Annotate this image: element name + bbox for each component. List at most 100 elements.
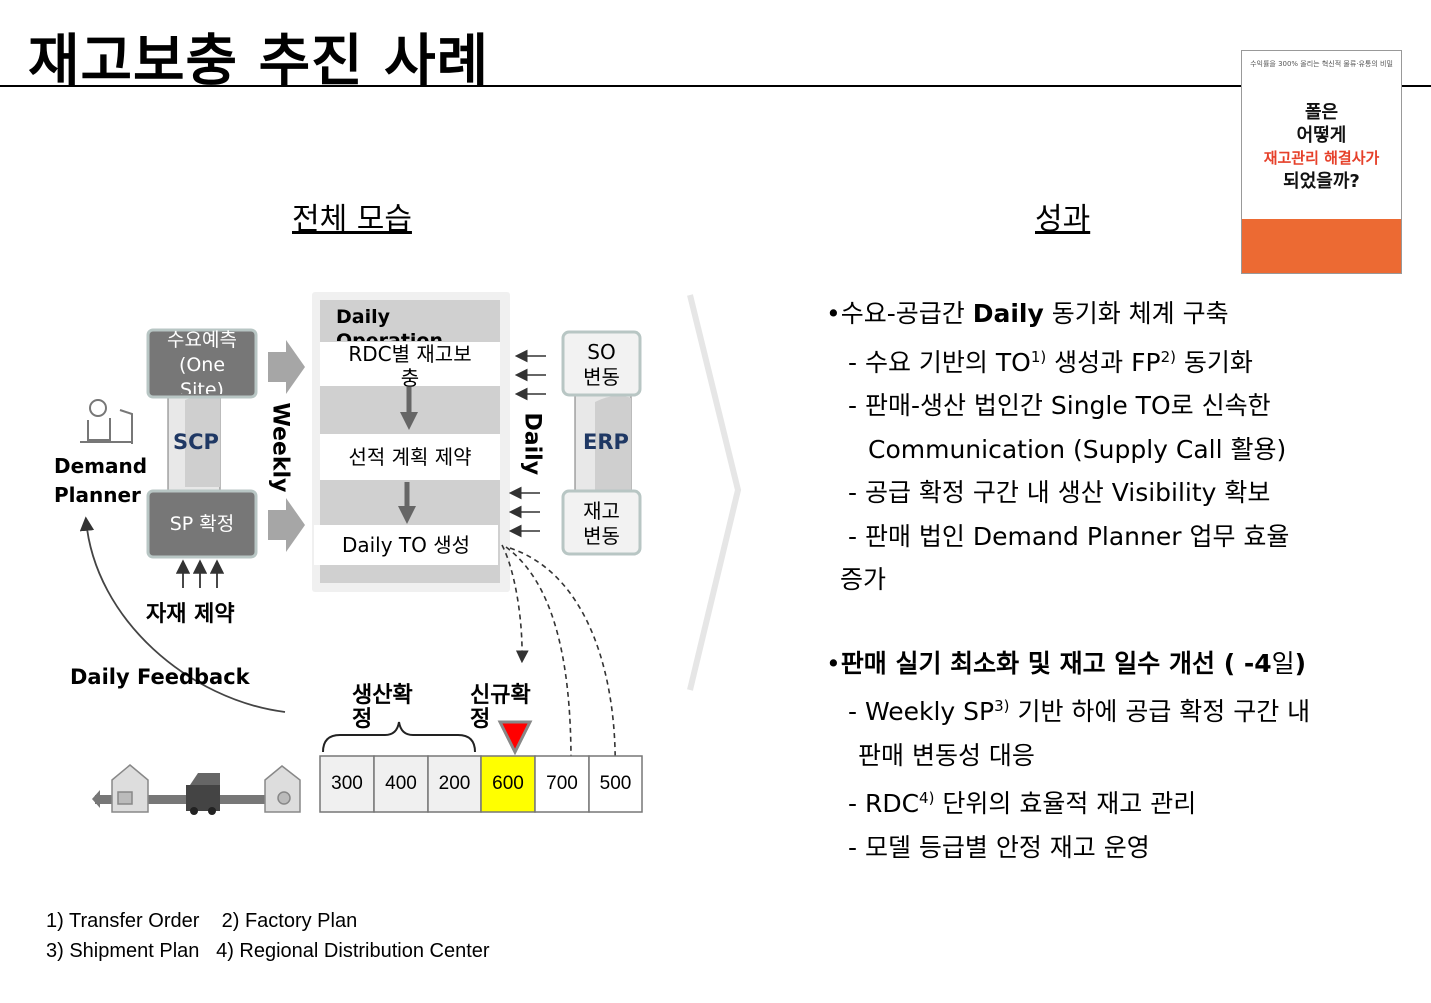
forecast-line: 수요예측 (167, 329, 237, 351)
inventory-label: 재고 변동 (565, 499, 638, 549)
line-text: - Weekly SP (848, 697, 995, 726)
daily-operation-line: Daily (336, 306, 391, 328)
result-line: - 모델 등급별 안정 재고 운영 (848, 832, 1150, 862)
footnote-line: 3) Shipment Plan 4) Regional Distributio… (46, 940, 490, 962)
daily-operation-line: Operation (336, 330, 444, 341)
warehouse-icon (111, 764, 149, 813)
forecast-line: (One (178, 354, 226, 376)
weekly-label: Weekly (267, 402, 293, 493)
bullet-bold: Daily (972, 299, 1044, 328)
so-line: 변동 (583, 365, 620, 389)
book-title-line: 폴은 (1304, 102, 1339, 123)
rdc-box (320, 342, 500, 386)
bullet-dot: • (826, 299, 841, 328)
rdc-line: RDC별 재고보 (348, 342, 472, 366)
inventory-line: 재고 (583, 499, 620, 523)
book-title: 폴은 어떻게 재고관리 해결사가 되었을까? (1242, 101, 1401, 193)
demand-planner-label: Demand Planner (54, 452, 147, 510)
title-divider (0, 85, 1431, 87)
weekly-arrow-icon (268, 340, 305, 394)
result-line: - 공급 확정 구간 내 생산 Visibility 확보 (848, 478, 1271, 507)
line-text: 생성과 FP (1046, 347, 1161, 377)
bullet-text: 수요-공급간 (840, 299, 973, 328)
result-line: - 수요 기반의 TO1) 생성과 FP2) 동기화 (826, 336, 1416, 385)
process-diagram (79, 292, 742, 815)
result-line: 판매 변동성 대응 (858, 740, 1035, 770)
result-line: - 판매 법인 Demand Planner 업무 효율 (848, 521, 1290, 551)
erp-label: ERP (583, 430, 629, 454)
table-cell: 500 (599, 773, 632, 794)
new-confirmed-line: 신규확 (470, 683, 531, 708)
result-line: - 판매-생산 법인간 Single TO로 신속한 (848, 391, 1271, 420)
material-arrows (175, 559, 225, 588)
book-title-line: 재고관리 해결사가 (1263, 149, 1380, 167)
planner-person-icon (80, 399, 133, 444)
forecast-box (146, 328, 258, 399)
result-line: - RDC4) 단위의 효율적 재고 관리 (826, 777, 1416, 826)
bullet-dot: • (826, 648, 841, 678)
line-text: 기반 하에 공급 확정 구간 내 (1009, 697, 1311, 726)
brace (322, 721, 476, 753)
sp-box (146, 489, 258, 559)
rdc-line: 충 (400, 366, 420, 388)
spacer (826, 602, 1416, 642)
result-line: Communication (Supply Call 활용) (868, 434, 1287, 464)
scp-label: SCP (173, 430, 219, 454)
footnote-ref: 3) (994, 697, 1010, 715)
footnote-ref: 2) (1160, 347, 1176, 366)
table-cell-highlight: 600 (492, 773, 524, 794)
bullet-2: •판매 실기 최소화 및 재고 일수 개선 ( -4일) (826, 642, 1416, 686)
table-cell: 200 (438, 773, 471, 794)
shipping-label: 선적 계획 제약 (348, 445, 472, 469)
table-cell: 400 (385, 773, 417, 794)
table-cell: 700 (546, 773, 578, 794)
material-constraint-label: 자재 제약 (146, 602, 235, 627)
line-text: - RDC (848, 789, 920, 818)
overview-heading: 전체 모습 (292, 202, 412, 237)
erp-input-arrows (508, 349, 546, 538)
production-confirmed-line: 정 (352, 707, 373, 732)
production-table (319, 755, 643, 813)
so-label: SO 변동 (565, 340, 638, 390)
footnote-line: 1) Transfer Order 2) Factory Plan (46, 910, 358, 932)
bullet-text: 동기화 체계 구축 (1043, 299, 1229, 328)
daily-operation-label: Daily Operation (336, 305, 496, 341)
line-text: 동기화 (1175, 347, 1253, 377)
book-title-line: 되었을까? (1283, 171, 1360, 192)
inventory-box (561, 489, 642, 556)
daily-feedback-label: Daily Feedback (70, 665, 250, 689)
table-cell: 300 (331, 773, 363, 794)
inventory-line: 변동 (583, 524, 620, 548)
rdc-label: RDC별 재고보 충 (322, 342, 498, 388)
production-confirmed-label: 생산확 정 (352, 684, 413, 732)
line-text: - 수요 기반의 TO (848, 347, 1031, 377)
so-box (561, 330, 642, 397)
factory-icon (264, 765, 301, 813)
result-line: 증가 (840, 565, 887, 594)
sp-label: SP 확정 (169, 513, 235, 535)
to-dashed-arrows (501, 544, 622, 780)
shipping-box (320, 434, 500, 480)
results-list: •수요-공급간 Daily 동기화 체계 구축 - 수요 기반의 TO1) 생성… (826, 292, 1416, 869)
forecast-line: Site) (180, 379, 224, 394)
result-line: - Weekly SP3) 기반 하에 공급 확정 구간 내 (826, 685, 1416, 734)
daily-vertical-label: Daily (519, 412, 545, 476)
book-cover-image: 수익률을 300% 올리는 혁신적 물류·유통의 비밀 폴은 어떻게 재고관리 … (1241, 50, 1402, 274)
production-confirmed-line: 생산확 (352, 683, 413, 708)
footnote-ref: 4) (919, 789, 935, 807)
truck-icon (186, 773, 220, 815)
down-arrow-icon (400, 412, 418, 430)
daily-to-box (314, 525, 498, 565)
bullet-bold: 판매 실기 최소화 및 재고 일수 개선 (840, 648, 1224, 678)
so-line: SO (587, 340, 616, 364)
new-confirmed-label: 신규확 정 (470, 684, 531, 732)
down-arrow-icon (398, 506, 416, 524)
book-title-line: 어떻게 (1296, 125, 1347, 146)
feedback-curve (79, 516, 286, 713)
daily-to-label: Daily TO 생성 (341, 533, 471, 557)
chevron-arrow-icon (687, 294, 742, 691)
demand-planner-line: Demand (54, 454, 148, 478)
bullet-bold: ) (1294, 648, 1307, 678)
weekly-arrow-icon (268, 498, 305, 552)
page-title: 재고보충 추진 사례 (28, 29, 490, 94)
